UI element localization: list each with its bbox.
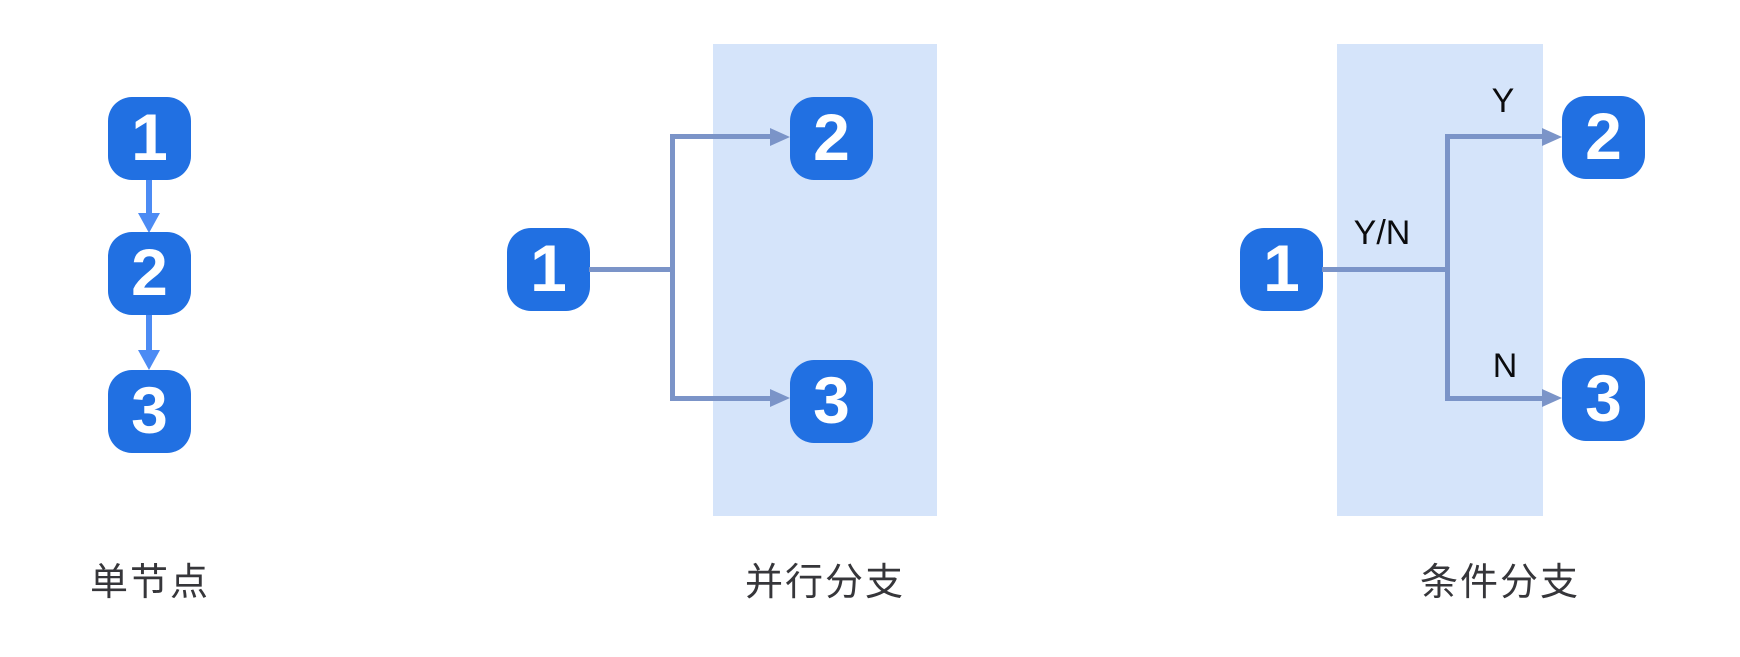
single-node-1: 1 — [108, 97, 191, 180]
single-node-3: 3 — [108, 370, 191, 453]
conditional-node-3-label: 3 — [1585, 360, 1622, 435]
single-node-3-label: 3 — [131, 372, 168, 447]
caption-parallel-branch: 并行分支 — [744, 562, 905, 604]
single-node-2: 2 — [108, 232, 191, 315]
sequence-arrow-2-3-head-icon — [138, 350, 160, 370]
parallel-arrow-to-2-shaft — [670, 134, 770, 139]
conditional-connector-out — [1322, 267, 1450, 272]
conditional-branch-zone — [1337, 44, 1543, 516]
conditional-arrow-yes-shaft — [1445, 134, 1542, 139]
conditional-connector-trunk — [1445, 134, 1450, 401]
single-node-2-label: 2 — [131, 234, 168, 309]
caption-conditional-branch: 条件分支 — [1419, 562, 1580, 604]
parallel-node-3-label: 3 — [813, 362, 850, 437]
conditional-node-1: 1 — [1240, 228, 1323, 311]
parallel-arrow-to-3-head-icon — [770, 389, 790, 407]
conditional-node-3: 3 — [1562, 358, 1645, 441]
parallel-node-2: 2 — [790, 97, 873, 180]
caption-single-node: 单节点 — [89, 562, 210, 604]
conditional-node-2: 2 — [1562, 96, 1645, 179]
edge-label-no: N — [1492, 347, 1518, 385]
conditional-arrow-no-head-icon — [1542, 389, 1562, 407]
edge-label-yes: Y — [1491, 82, 1515, 120]
parallel-node-1-label: 1 — [530, 230, 567, 305]
conditional-arrow-yes-head-icon — [1542, 128, 1562, 146]
conditional-node-2-label: 2 — [1585, 98, 1622, 173]
parallel-arrow-to-3-shaft — [670, 396, 770, 401]
sequence-arrow-1-2-head-icon — [138, 213, 160, 233]
sequence-arrow-1-2-shaft — [146, 180, 152, 213]
conditional-node-1-label: 1 — [1263, 230, 1300, 305]
parallel-node-2-label: 2 — [813, 99, 850, 174]
conditional-arrow-no-shaft — [1445, 396, 1542, 401]
parallel-connector-out — [589, 267, 675, 272]
sequence-arrow-2-3-shaft — [146, 315, 152, 350]
parallel-connector-trunk — [670, 134, 675, 401]
parallel-node-3: 3 — [790, 360, 873, 443]
parallel-node-1: 1 — [507, 228, 590, 311]
parallel-arrow-to-2-head-icon — [770, 128, 790, 146]
edge-label-yn: Y/N — [1353, 214, 1411, 252]
single-node-1-label: 1 — [131, 99, 168, 174]
